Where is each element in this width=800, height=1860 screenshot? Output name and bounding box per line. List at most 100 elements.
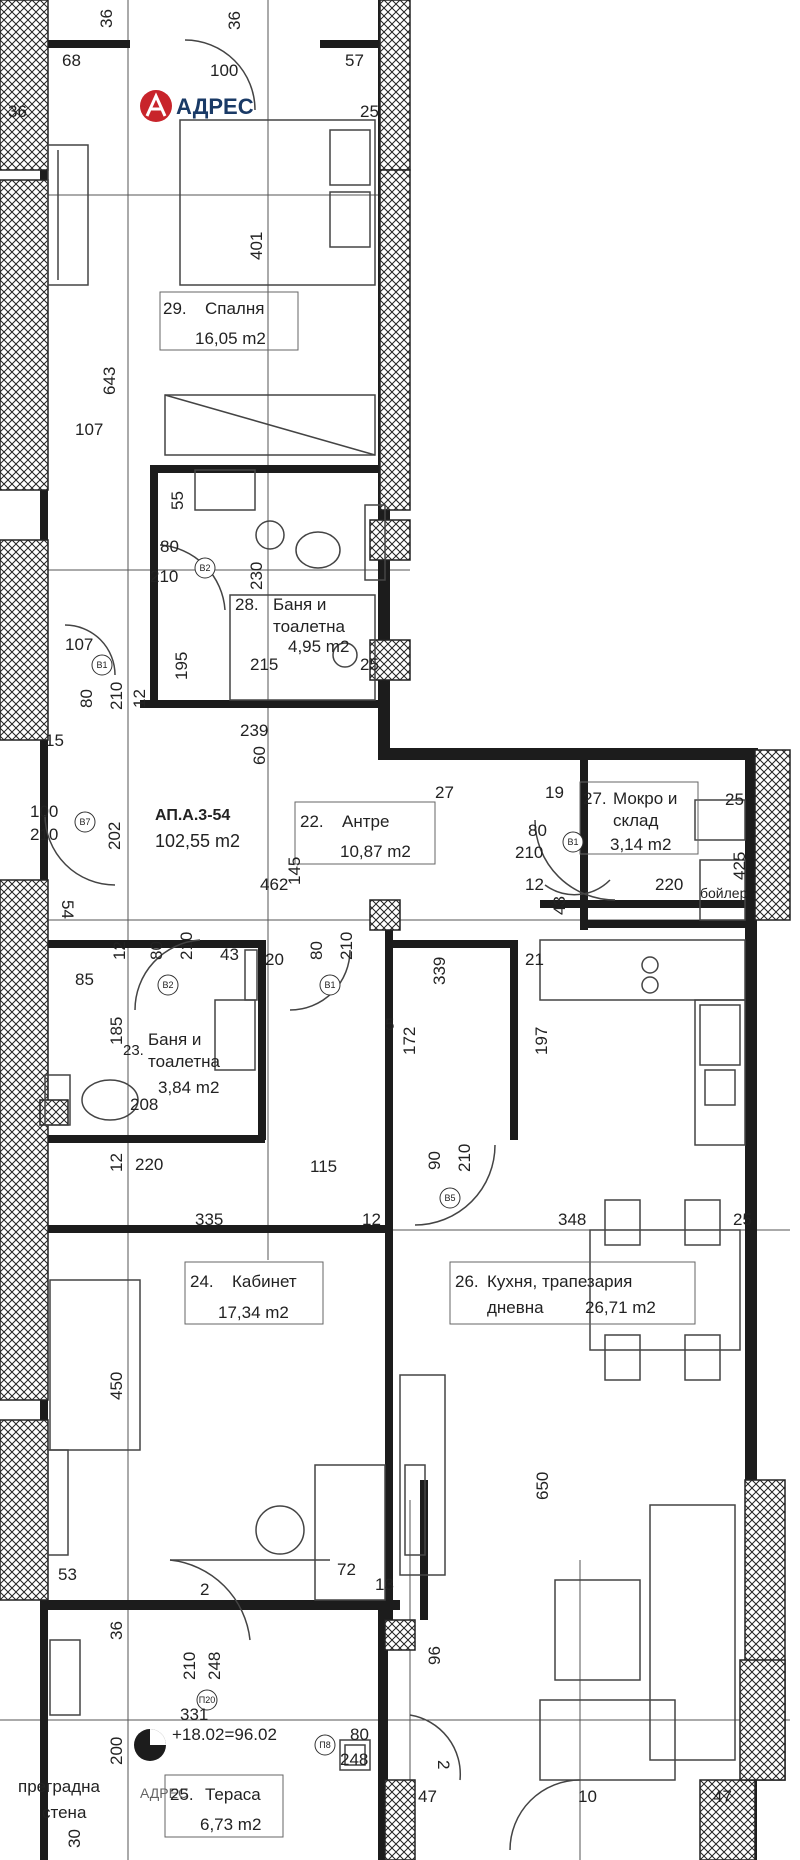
dim: 85 <box>75 970 94 989</box>
bed-outline <box>179 119 376 286</box>
dim: 185 <box>107 1017 126 1045</box>
room-28-name: Баня и <box>273 595 326 614</box>
dim: 43 <box>220 945 239 964</box>
dim: 215 <box>250 655 278 674</box>
dim: 19 <box>545 783 564 802</box>
room-27-name2: склад <box>613 811 659 830</box>
room-27-area: 3,14 m2 <box>610 835 671 854</box>
room-25-area: 6,73 m2 <box>200 1815 261 1834</box>
dim: 15 <box>45 731 64 750</box>
dim: 12 <box>110 941 129 960</box>
dim: 202 <box>105 822 124 850</box>
dim: 100 <box>210 61 238 80</box>
parapet-line1: преградна <box>18 1777 101 1796</box>
dim: 107 <box>65 635 93 654</box>
dim: 100 <box>30 802 58 821</box>
room-25-num: 25. <box>170 1785 194 1804</box>
dim: 25 <box>360 655 379 674</box>
dim: 90 <box>425 1151 444 1170</box>
parapet-line2: стена <box>42 1803 87 1822</box>
dim: 21 <box>525 950 544 969</box>
dim: 172 <box>400 1027 419 1055</box>
dim: 248 <box>340 1750 368 1769</box>
dim: 12 <box>130 689 149 708</box>
dim: 80 <box>528 821 547 840</box>
dim: 462 <box>260 875 288 894</box>
room-28-area: 4,95 m2 <box>288 637 349 656</box>
dim: 47 <box>713 1787 732 1806</box>
dim: 2 <box>200 1580 209 1599</box>
door-tag: B2 <box>199 563 210 573</box>
door-tag: B2 <box>162 980 173 990</box>
boiler-label: бойлер <box>700 885 748 901</box>
dim: 339 <box>430 957 449 985</box>
furniture <box>44 39 746 1851</box>
dim: 60 <box>250 746 269 765</box>
dim: 13 <box>375 1575 394 1594</box>
room-27-name: Мокро и <box>613 789 677 808</box>
dim: 80 <box>350 1725 369 1744</box>
dim: 80 <box>160 537 179 556</box>
dim: 12 <box>362 1210 381 1229</box>
dim: 36 <box>225 11 244 30</box>
dim: 210 <box>150 567 178 586</box>
dim: 210 <box>30 825 58 844</box>
room-23-name2: тоалетна <box>148 1052 220 1071</box>
dim: 197 <box>532 1027 551 1055</box>
room-22-area: 10,87 m2 <box>340 842 411 861</box>
dim: 248 <box>205 1652 224 1680</box>
dim: 115 <box>310 1157 337 1176</box>
dim: 450 <box>107 1372 126 1400</box>
room-labels: 29. Спалня 16,05 m2 28. Баня и тоалетна … <box>18 291 748 1838</box>
dim: 30 <box>65 1829 84 1848</box>
dim: 210 <box>107 682 126 710</box>
dim: 25 <box>733 1210 752 1229</box>
door-tag: B1 <box>567 837 578 847</box>
watermark-text: АДРЕС <box>140 1785 188 1801</box>
dim: 36 <box>107 1621 126 1640</box>
dim: 220 <box>135 1155 163 1174</box>
dim: 25 <box>725 790 744 809</box>
dim: 80 <box>77 689 96 708</box>
dim: 57 <box>345 51 364 70</box>
dim: 200 <box>107 1737 126 1765</box>
dim: 47 <box>418 1787 437 1806</box>
logo-text: АДРЕС <box>176 94 254 119</box>
dim: 53 <box>58 1565 77 1584</box>
dim: 10 <box>578 1787 597 1806</box>
dim: 210 <box>177 932 196 960</box>
dim: 20 <box>265 950 284 969</box>
dim: 5 <box>385 1015 394 1034</box>
room-25-name: Тераса <box>205 1785 261 1804</box>
room-24-area: 17,34 m2 <box>218 1303 289 1322</box>
dim: 650 <box>533 1472 552 1500</box>
room-29-area: 16,05 m2 <box>195 329 266 348</box>
room-24-num: 24. <box>190 1272 214 1291</box>
door-tags: B2 B1 B7 B1 B2 B1 B5 П8 П20 <box>74 557 584 1756</box>
room-23-area: 3,84 m2 <box>158 1078 219 1097</box>
dim: 36 <box>8 102 27 121</box>
dim: 55 <box>168 491 187 510</box>
dim: 239 <box>240 721 268 740</box>
room-29-name: Спалня <box>205 299 264 318</box>
dim: 80 <box>307 941 326 960</box>
dim: 401 <box>247 232 266 260</box>
room-23-num: 23. <box>123 1042 144 1059</box>
room-29-num: 29. <box>163 299 187 318</box>
room-24-name: Кабинет <box>232 1272 297 1291</box>
dim: 145 <box>285 857 304 885</box>
room-26-area: 26,71 m2 <box>585 1298 656 1317</box>
dimensions: 36 68 100 57 36 36 25 401 643 107 55 80 … <box>8 9 752 1848</box>
dim: 195 <box>172 652 191 680</box>
room-22-name: Антре <box>342 812 389 831</box>
dim: 72 <box>337 1560 356 1579</box>
door-tag: B5 <box>444 1193 455 1203</box>
elevation-text: +18.02=96.02 <box>172 1725 277 1744</box>
room-26-name: Кухня, трапезария <box>487 1272 632 1291</box>
dim: 27 <box>435 783 454 802</box>
door-tag: П8 <box>319 1740 330 1750</box>
dim: 230 <box>247 562 266 590</box>
dim: 36 <box>97 9 116 28</box>
